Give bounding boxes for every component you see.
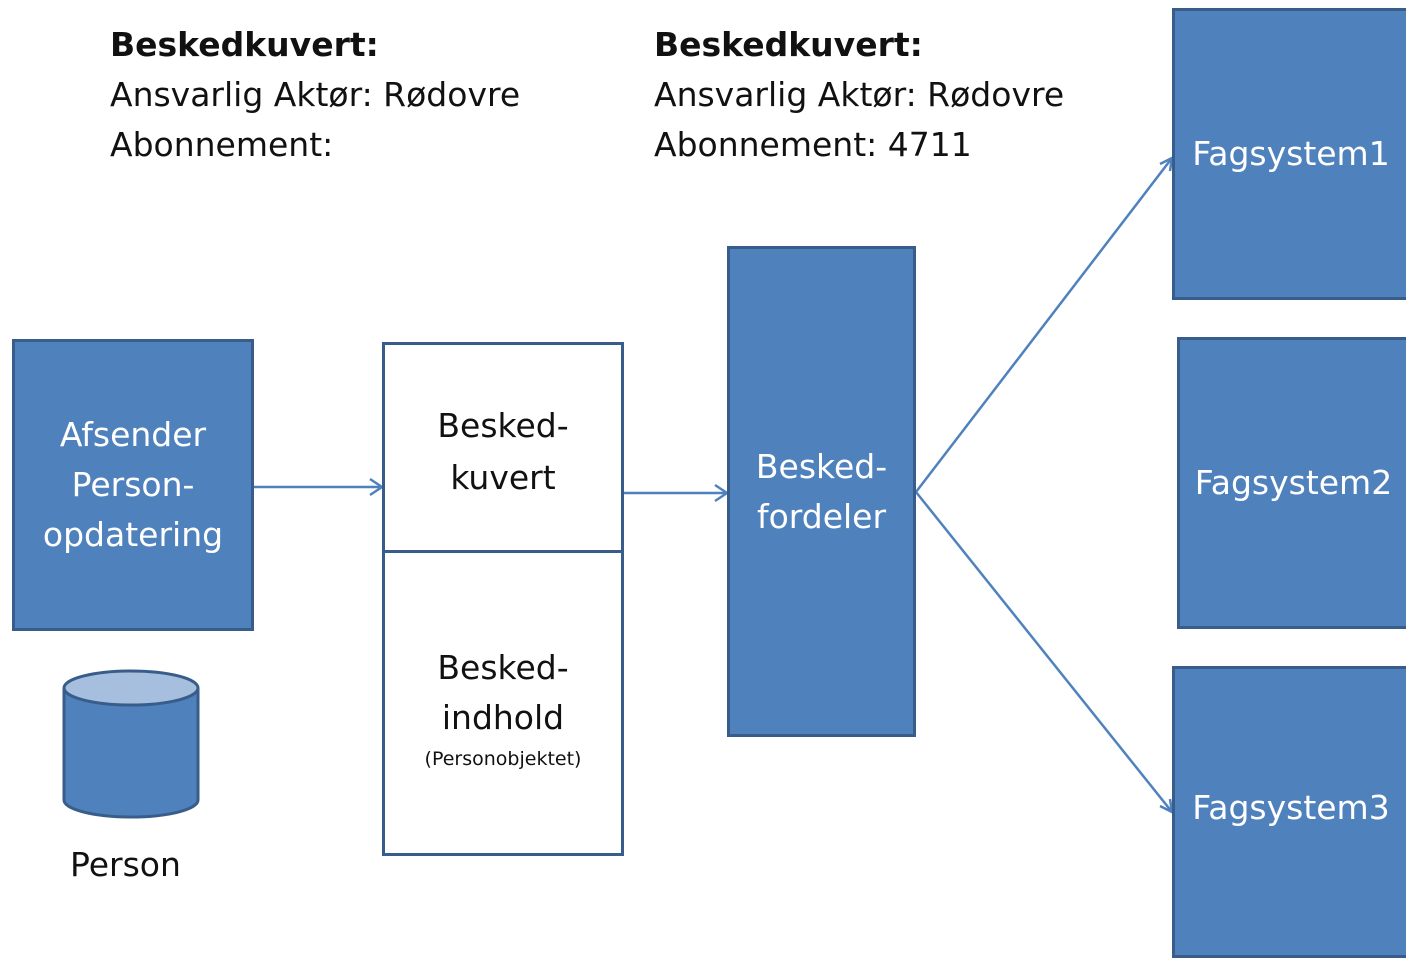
fagsystem3-label: Fagsystem3 [1192,788,1390,827]
envelope-label-2: kuvert [450,458,556,497]
note-envelope-1: Beskedkuvert: Ansvarlig Aktør: Rødovre A… [110,20,520,170]
note-heading: Beskedkuvert: [654,25,923,64]
fagsystem1-label: Fagsystem1 [1192,134,1390,173]
fagsystem2-box: Fagsystem2 [1177,337,1406,629]
message-envelope: Besked- kuvert [382,342,624,553]
content-label-2: indhold [441,698,565,737]
arrow-distributor-to-fagsystem3 [915,491,1173,813]
fagsystem1-box: Fagsystem1 [1172,8,1406,300]
content-label-1: Besked- [437,648,569,687]
note-subscription: Abonnement: [110,125,334,164]
note-responsible: Ansvarlig Aktør: Rødovre [110,75,521,114]
message-content: Besked- indhold (Personobjektet) [382,550,624,856]
distributor-label-1: Besked- [755,446,888,486]
database-icon [62,669,200,819]
distributor-box: Besked- fordeler [727,246,916,737]
fagsystem3-box: Fagsystem3 [1172,666,1406,958]
sender-box: Afsender Person- opdatering [12,339,254,631]
sender-label-1: Afsender [59,415,207,454]
database-label: Person [70,845,181,884]
sender-label-2: Person- [71,465,195,504]
sender-label-3: opdatering [42,515,224,554]
note-heading: Beskedkuvert: [110,25,379,64]
note-subscription: Abonnement: 4711 [654,125,972,164]
arrow-distributor-to-fagsystem1 [915,157,1173,493]
note-responsible: Ansvarlig Aktør: Rødovre [654,75,1065,114]
content-note: (Personobjektet) [424,748,582,770]
distributor-label-2: fordeler [756,496,887,536]
note-envelope-2: Beskedkuvert: Ansvarlig Aktør: Rødovre A… [654,20,1064,170]
fagsystem2-label: Fagsystem2 [1194,463,1393,502]
envelope-label-1: Besked- [437,406,569,445]
